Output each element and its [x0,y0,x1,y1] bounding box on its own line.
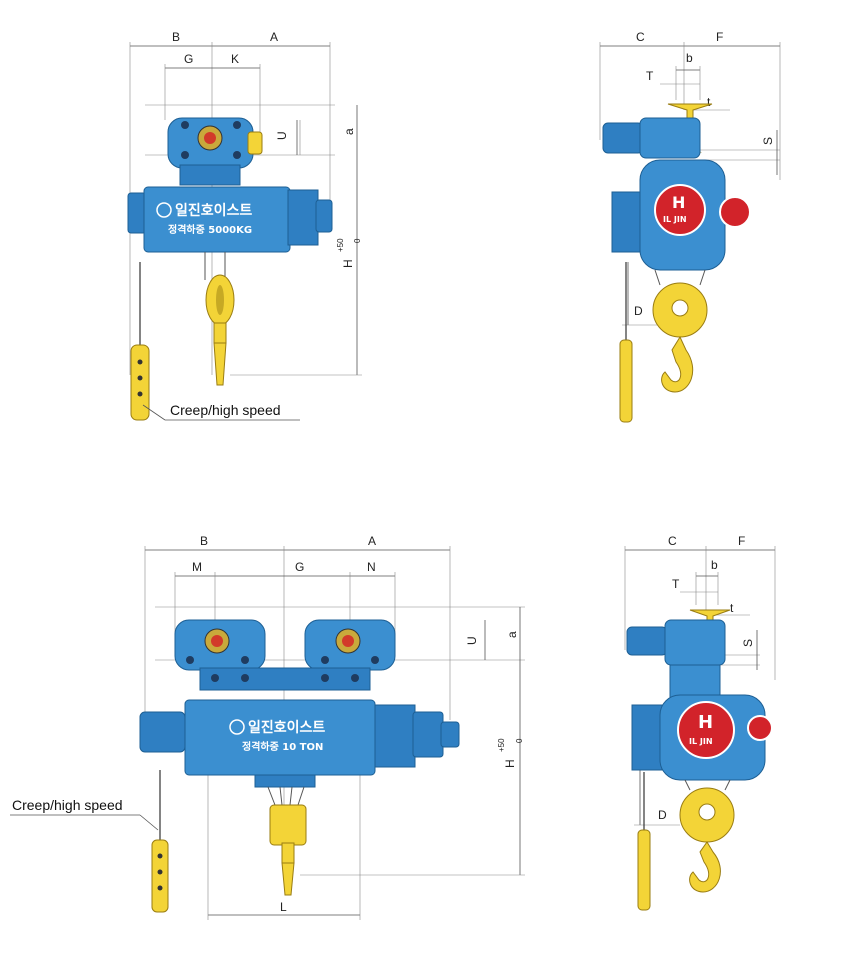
dim-F: F [738,534,745,548]
dim-N: N [367,560,376,574]
badge-ring-icon [677,701,735,759]
hoist-body [184,699,376,776]
front-view-10t: B A M G N U a H +50 0 L 일진호이스트 정격하중 10 T… [10,534,525,920]
trolley-side [664,619,726,666]
gear-box [287,189,319,246]
dim-H-sub: 0 [353,238,362,243]
dim-G: G [295,560,304,574]
side-control-box [631,704,663,771]
dim-F: F [716,30,723,44]
body-brand: 일진호이스트 [248,719,325,736]
rope-guide [254,774,316,788]
dim-D: D [634,304,643,318]
dim-A: A [368,534,376,548]
pendant-caption: Creep/high speed [170,402,281,418]
dim-H-sub: 0 [515,738,524,743]
badge-ring-icon [654,184,706,236]
badge-letter: H [672,193,685,212]
side-pendant [619,339,633,423]
badge-text: IL JIN [663,215,687,224]
dim-D: D [658,808,667,822]
trolley-side [639,117,701,159]
brand-logo-icon [156,202,172,218]
front-view-5t: B A G K U a H +50 0 일진호이스트 정격하중 5000KG [127,30,362,421]
dim-t: t [707,95,711,109]
pendant-switch [130,344,150,421]
side-view-5t: C F T b t S D H IL JIN [599,30,781,423]
gear-cap [315,199,333,233]
hoist-body [143,186,291,253]
dim-T: T [646,69,654,83]
dim-G: G [184,52,193,66]
side-pendant [637,829,651,911]
dim-a: a [505,631,519,638]
dim-S: S [761,137,775,145]
hook-shank [213,322,227,344]
dim-b: b [686,51,693,65]
dim-b: b [711,558,718,572]
body-load-label: 정격하중 5000KG [168,223,252,236]
dim-B: B [200,534,208,548]
dim-K: K [231,52,239,66]
dim-a: a [342,128,356,135]
dim-H: H [341,259,355,268]
hook-shank [281,842,295,864]
dim-U: U [275,131,289,140]
pendant-switch [151,839,169,913]
badge-letter: H [698,712,713,733]
pendant-caption: Creep/high speed [12,797,123,813]
trolley-motor [626,626,668,656]
dim-C: C [636,30,645,44]
dim-S: S [741,639,755,647]
hook-icon [281,862,295,896]
dim-H: H [503,759,517,768]
side-control-box [611,191,641,253]
dim-t: t [730,601,734,615]
dim-M: M [192,560,202,574]
dimension-lines [129,42,362,376]
hook-icon [213,342,227,386]
motor-fan [139,711,186,753]
dim-C: C [668,534,677,548]
side-hook-icon [661,335,694,393]
gear-cap-large [412,711,444,758]
gear-cap [440,721,460,748]
brand-logo-icon [229,719,245,735]
badge-small-icon [719,196,751,228]
dim-U: U [465,636,479,645]
body-load-label: 정격하중 10 TON [242,740,323,753]
trolley-wheel-center [204,132,216,144]
trolley-hanger [179,164,241,186]
side-view-10t: C F T b t S D H IL JIN [624,534,776,911]
gear-box [374,704,416,768]
trolley-beam [199,667,371,691]
dim-A: A [270,30,278,44]
side-hook-icon [689,841,721,893]
hook-block [269,804,307,846]
motor-fan [127,192,147,234]
dim-T: T [672,577,680,591]
trolley-motor [602,122,644,154]
dim-B: B [172,30,180,44]
limit-switch [247,131,263,155]
badge-small-icon [747,715,773,741]
dim-H-tolerance: +50 [336,238,345,252]
dim-H-tolerance: +50 [497,738,506,752]
badge-text: IL JIN [689,737,713,746]
body-brand: 일진호이스트 [175,202,252,219]
dim-L: L [280,900,287,914]
